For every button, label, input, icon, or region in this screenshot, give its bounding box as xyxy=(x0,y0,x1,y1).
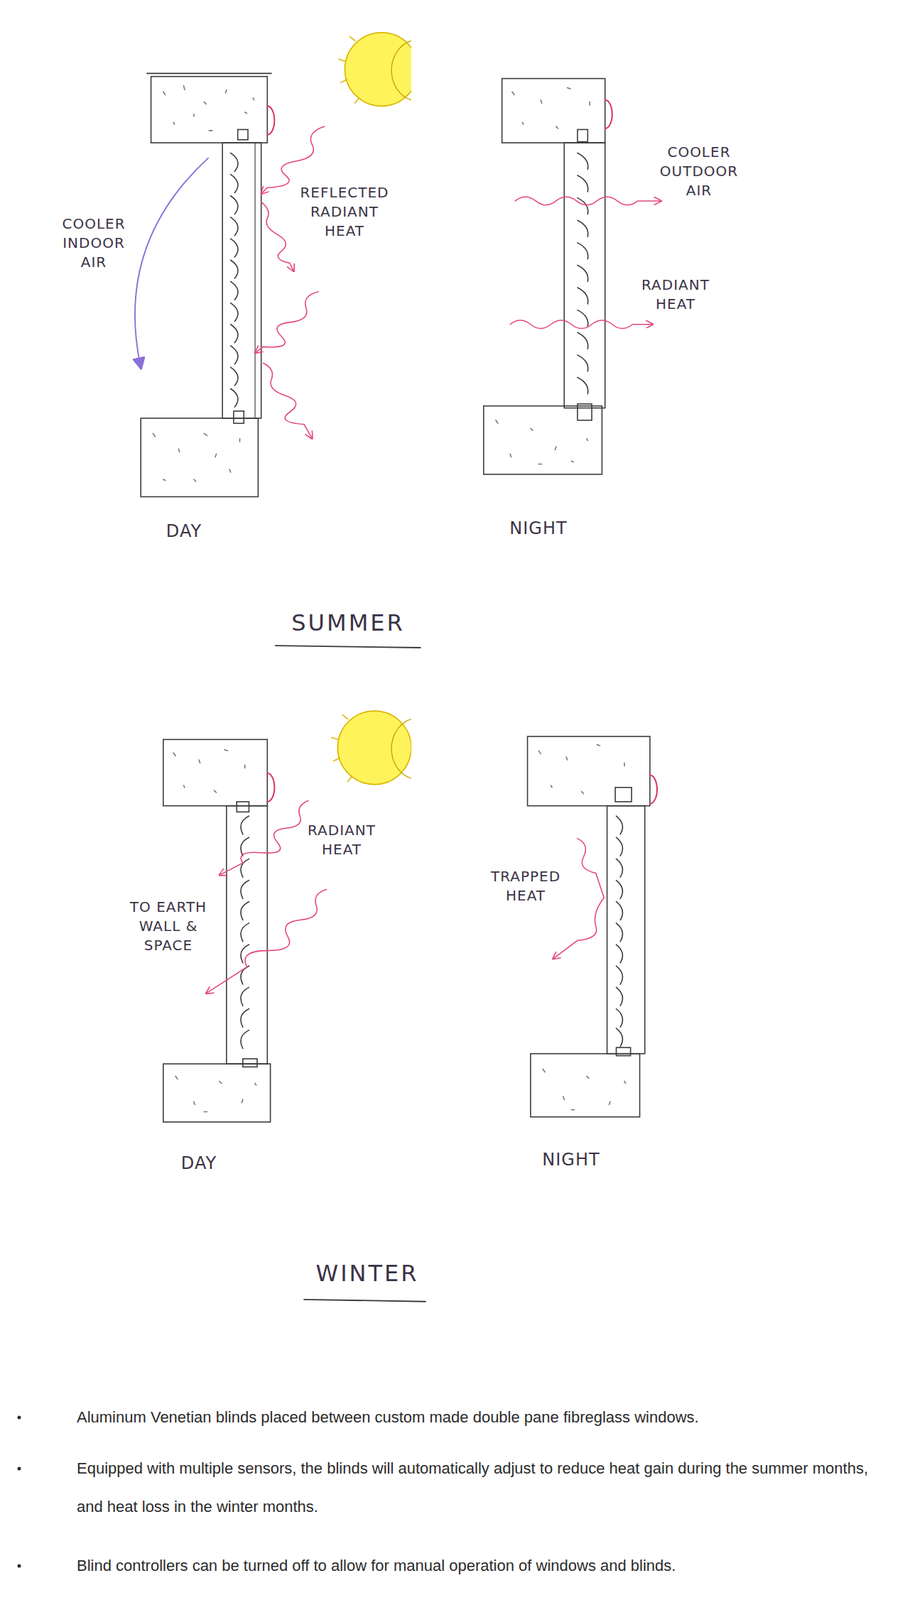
label-text: NIGHT xyxy=(542,1148,600,1172)
sensor xyxy=(577,404,592,421)
heat-arrow xyxy=(263,362,313,439)
sensor xyxy=(615,787,632,802)
label-text: DAY xyxy=(181,1152,217,1175)
bullet-dots xyxy=(17,1416,22,1569)
label-text: DAY xyxy=(166,519,202,543)
label-text: TO EARTH WALL & SPACE xyxy=(118,897,219,956)
speckles xyxy=(152,433,240,482)
sensor xyxy=(233,411,244,424)
heat-arrow xyxy=(552,838,604,959)
underline xyxy=(275,645,421,648)
window-frame xyxy=(226,806,268,1065)
heat-arrow xyxy=(255,291,319,354)
speckles xyxy=(512,88,590,129)
concrete-block xyxy=(530,1054,641,1118)
speckles xyxy=(542,1069,626,1110)
concrete-block xyxy=(140,418,258,498)
label-text: COOLER OUTDOOR AIR xyxy=(659,142,739,201)
heat-arrow xyxy=(261,201,295,272)
controller-symbol xyxy=(649,775,658,805)
label-text: TRAPPED HEAT xyxy=(490,867,561,906)
speckles xyxy=(173,750,246,793)
diagram-label: DAY xyxy=(166,519,202,543)
blind-slats xyxy=(577,152,589,394)
label-text: NIGHT xyxy=(509,517,567,540)
label-text: REFLECTED RADIANT HEAT xyxy=(299,183,389,241)
diagram-label: RADIANT HEAT xyxy=(307,821,376,860)
label-text: RADIANT HEAT xyxy=(641,275,710,314)
diagram-label: TRAPPED HEAT xyxy=(490,867,561,906)
diagram-label: REFLECTED RADIANT HEAT xyxy=(299,183,389,241)
speckles xyxy=(495,420,588,465)
label-text: RADIANT HEAT xyxy=(307,821,376,860)
note-item: Aluminum Venetian blinds placed between … xyxy=(76,1398,894,1438)
blind-slats xyxy=(230,152,238,408)
heat-arrow xyxy=(510,320,653,329)
concrete-block xyxy=(527,736,650,807)
speckles xyxy=(175,1076,256,1112)
glass-line xyxy=(255,142,256,419)
speckles xyxy=(163,85,255,131)
speckles xyxy=(538,744,625,794)
concrete-block xyxy=(502,78,606,143)
label-text: COOLER INDOOR AIR xyxy=(61,214,126,273)
bullet-dot xyxy=(17,1467,22,1472)
concrete-block xyxy=(163,739,268,806)
winter-night-window xyxy=(527,736,658,1118)
note-item: Blind controllers can be turned off to a… xyxy=(76,1547,894,1586)
diagram-label: NIGHT xyxy=(542,1148,600,1172)
controller-symbol xyxy=(267,105,275,135)
window-frame xyxy=(607,806,646,1055)
window-frame xyxy=(564,142,605,408)
heat-arrow xyxy=(219,800,309,876)
window-frame xyxy=(222,142,262,419)
underline xyxy=(304,1299,426,1303)
concrete-block xyxy=(483,406,603,475)
concrete-block xyxy=(163,1064,271,1123)
heat-arrow xyxy=(261,126,325,194)
diagram-label: COOLER OUTDOOR AIR xyxy=(659,142,739,201)
bullet-dot xyxy=(17,1416,22,1421)
note-text: Equipped with multiple sensors, the blin… xyxy=(76,1449,894,1527)
diagram-label: TO EARTH WALL & SPACE xyxy=(118,897,219,956)
note-text: Blind controllers can be turned off to a… xyxy=(76,1547,894,1586)
label-text: WINTER xyxy=(315,1258,419,1290)
diagram-label: DAY xyxy=(181,1152,217,1175)
sensor xyxy=(242,1059,258,1067)
sensor xyxy=(577,129,588,142)
summer-night-window xyxy=(483,78,662,475)
note-text: Aluminum Venetian blinds placed between … xyxy=(76,1398,894,1438)
sensor xyxy=(236,801,249,812)
diagram-label: WINTER xyxy=(315,1258,419,1290)
air-flow-arrow xyxy=(134,158,209,368)
frame-line xyxy=(147,73,272,75)
sun xyxy=(338,32,412,106)
heat-arrow xyxy=(515,196,661,205)
sensor xyxy=(616,1047,631,1056)
sensor xyxy=(237,129,248,140)
diagram-label: RADIANT HEAT xyxy=(641,275,710,314)
note-item: Equipped with multiple sensors, the blin… xyxy=(76,1449,894,1527)
blind-slats xyxy=(616,816,623,1048)
concrete-block xyxy=(151,76,268,143)
winter-day-window xyxy=(163,711,412,1123)
summer-day-window xyxy=(134,32,419,498)
bullet-dot xyxy=(17,1564,22,1569)
sun xyxy=(331,711,412,785)
diagram-label: COOLER INDOOR AIR xyxy=(61,214,126,273)
controller-symbol xyxy=(605,100,613,129)
label-text: SUMMER xyxy=(291,608,405,639)
controller-symbol xyxy=(267,773,275,802)
diagram-label: NIGHT xyxy=(509,517,567,540)
diagram-label: SUMMER xyxy=(291,608,405,639)
heat-arrow xyxy=(206,889,327,994)
blind-slats xyxy=(240,816,249,1049)
